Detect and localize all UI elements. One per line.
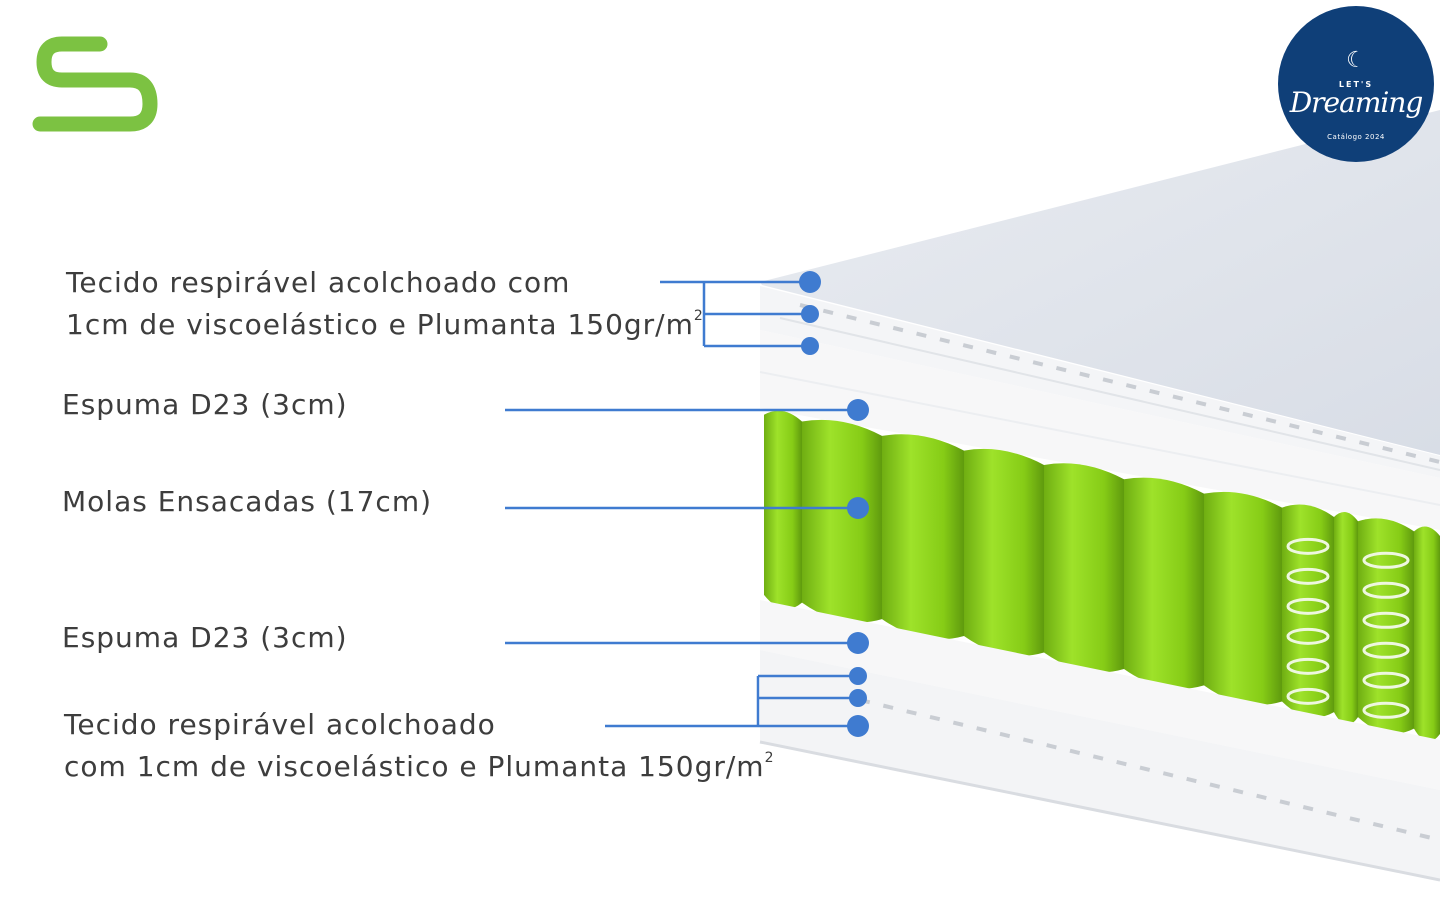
badge-lets: LET'S bbox=[1338, 80, 1374, 89]
label-bottom-fabric: Tecido respirável acolchoado com 1cm de … bbox=[64, 704, 775, 788]
label-top-foam: Espuma D23 (3cm) bbox=[62, 388, 348, 421]
spring-pocket bbox=[964, 448, 1044, 656]
spring-coil bbox=[1286, 567, 1330, 585]
spring-coil bbox=[1362, 611, 1410, 629]
dot-bottom-foam bbox=[847, 632, 869, 654]
badge-subtitle: Catálogo 2024 bbox=[1327, 133, 1385, 141]
spring-pocket bbox=[882, 434, 964, 640]
bottom-foam-layer bbox=[760, 600, 1440, 790]
dot-bottom-fabric-1 bbox=[849, 667, 867, 685]
spring-coil bbox=[1362, 671, 1410, 689]
spring-pocket bbox=[1044, 463, 1124, 673]
leader-lines bbox=[505, 280, 858, 728]
label-top-fabric-line-1: Tecido respirável acolchoado com bbox=[66, 266, 571, 299]
badge-title: Dreaming bbox=[1289, 86, 1424, 119]
dot-top-fabric-3 bbox=[801, 337, 819, 355]
s-logo-icon bbox=[32, 36, 158, 132]
spring-coil bbox=[1362, 551, 1410, 569]
label-top-fabric: Tecido respirável acolchoado com 1cm de … bbox=[66, 262, 704, 346]
dot-bottom-fabric-3 bbox=[847, 715, 869, 737]
spring-pocket bbox=[1204, 491, 1282, 706]
label-top-fabric-line-2: 1cm de viscoelástico e Plumanta 150gr/m bbox=[66, 308, 694, 341]
spring-coil bbox=[1362, 701, 1410, 719]
spring-coil bbox=[1286, 597, 1330, 615]
spring-coil bbox=[1286, 687, 1330, 705]
mattress-top-surface bbox=[760, 110, 1440, 455]
spring-pocket bbox=[1124, 477, 1204, 689]
leader-top-fabric bbox=[660, 280, 810, 348]
label-top-fabric-sup: 2 bbox=[693, 308, 704, 324]
bottom-fabric-band bbox=[760, 650, 1440, 880]
spring-pocket bbox=[1334, 511, 1358, 725]
pocket-springs bbox=[764, 410, 1440, 742]
label-bottom-foam: Espuma D23 (3cm) bbox=[62, 621, 348, 654]
spring-coil bbox=[1362, 581, 1410, 599]
dot-top-foam bbox=[847, 399, 869, 421]
spring-pocket bbox=[1282, 504, 1334, 718]
leader-dots bbox=[799, 271, 869, 737]
dot-top-fabric-2 bbox=[801, 305, 819, 323]
spring-coil bbox=[1286, 657, 1330, 675]
dot-top-fabric-1 bbox=[799, 271, 821, 293]
spring-coil bbox=[1286, 537, 1330, 555]
label-bottom-fabric-sup: 2 bbox=[764, 750, 775, 766]
spring-coil bbox=[1362, 641, 1410, 659]
moon-icon: ☾ bbox=[1346, 48, 1366, 73]
label-bottom-fabric-line-2: com 1cm de viscoelástico e Plumanta 150g… bbox=[64, 750, 765, 783]
spring-pocket bbox=[764, 410, 802, 610]
label-springs: Molas Ensacadas (17cm) bbox=[62, 485, 433, 518]
leader-bottom-fabric bbox=[605, 674, 858, 728]
label-bottom-fabric-line-1: Tecido respirável acolchoado bbox=[64, 708, 496, 741]
spring-coil bbox=[1286, 627, 1330, 645]
top-foam-layer bbox=[760, 330, 1440, 530]
spring-pocket bbox=[802, 419, 882, 623]
spring-pocket bbox=[1414, 526, 1440, 742]
dot-bottom-fabric-2 bbox=[849, 689, 867, 707]
lets-dreaming-badge: ☾ LET'S Dreaming Catálogo 2024 bbox=[1278, 6, 1434, 162]
dot-springs bbox=[847, 497, 869, 519]
